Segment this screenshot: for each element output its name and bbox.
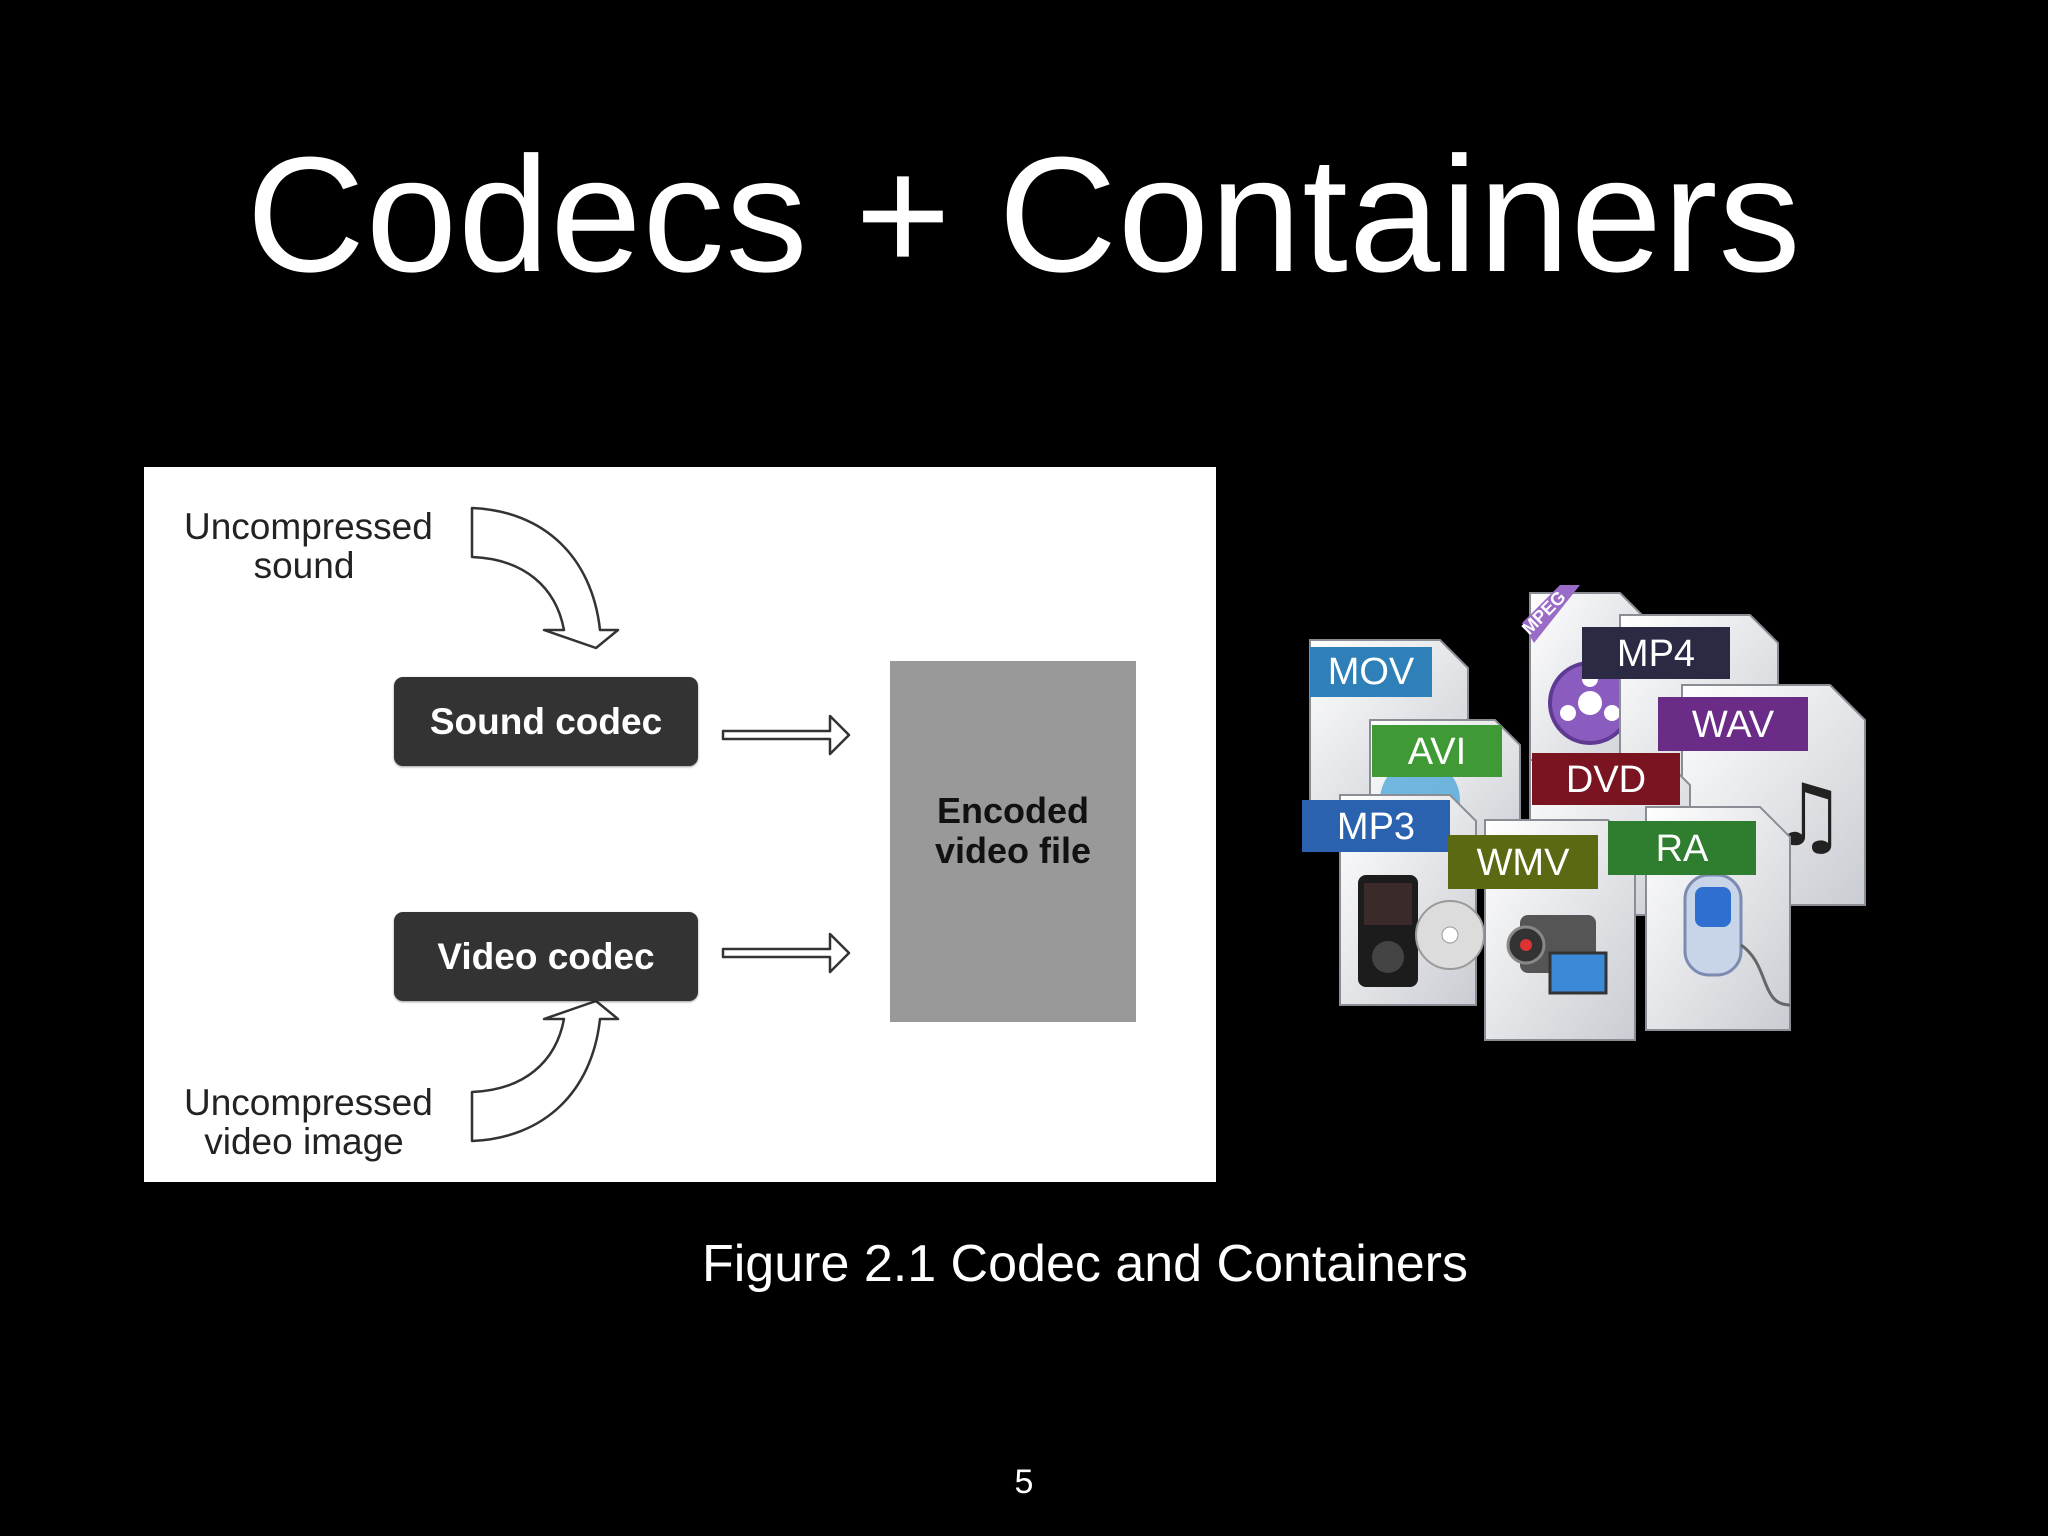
uncompressed-video-label: Uncompressed video image <box>184 1082 433 1162</box>
figure-caption: Figure 2.1 Codec and Containers <box>701 1235 1468 1293</box>
mp3-label: MP3 <box>1337 806 1415 848</box>
video-codec-box: Video codec <box>394 912 698 1001</box>
ra-badge: RA <box>1608 821 1756 875</box>
avi-label: AVI <box>1408 731 1466 773</box>
container-formats-icons: MPEG ♫ MOV <box>1302 585 1866 1041</box>
file-icon-mpeg: MPEG <box>1518 585 1647 786</box>
dvd-label: DVD <box>1566 759 1646 801</box>
wav-label: WAV <box>1692 704 1775 746</box>
uncompressed-sound-label: Uncompressed sound <box>184 506 433 586</box>
slide-title: Codecs + Containers <box>246 123 1802 306</box>
codec-diagram: Uncompressed sound Sound codec Video cod… <box>144 467 1216 1182</box>
mp3-badge: MP3 <box>1302 800 1450 852</box>
avi-badge: AVI <box>1372 725 1502 777</box>
page-number: 5 <box>1014 1463 1034 1501</box>
sound-output-arrow <box>721 714 851 756</box>
mp4-label: MP4 <box>1617 633 1695 675</box>
mov-badge: MOV <box>1310 647 1432 697</box>
video-input-arrow <box>470 999 620 1143</box>
encoded-video-file: Encoded video file <box>890 661 1136 1022</box>
video-output-arrow <box>721 932 851 974</box>
sound-input-arrow <box>470 506 620 650</box>
mov-label: MOV <box>1328 651 1415 693</box>
encoded-video-file-label: Encoded video file <box>934 790 1092 871</box>
wmv-badge: WMV <box>1448 835 1598 889</box>
wmv-label: WMV <box>1477 842 1571 884</box>
ra-label: RA <box>1656 828 1709 870</box>
dvd-badge: DVD <box>1532 753 1680 805</box>
mp4-badge: MP4 <box>1582 627 1730 679</box>
sound-codec-box: Sound codec <box>394 677 698 766</box>
diagram-arrows <box>470 506 851 1143</box>
wav-badge: WAV <box>1658 697 1808 751</box>
